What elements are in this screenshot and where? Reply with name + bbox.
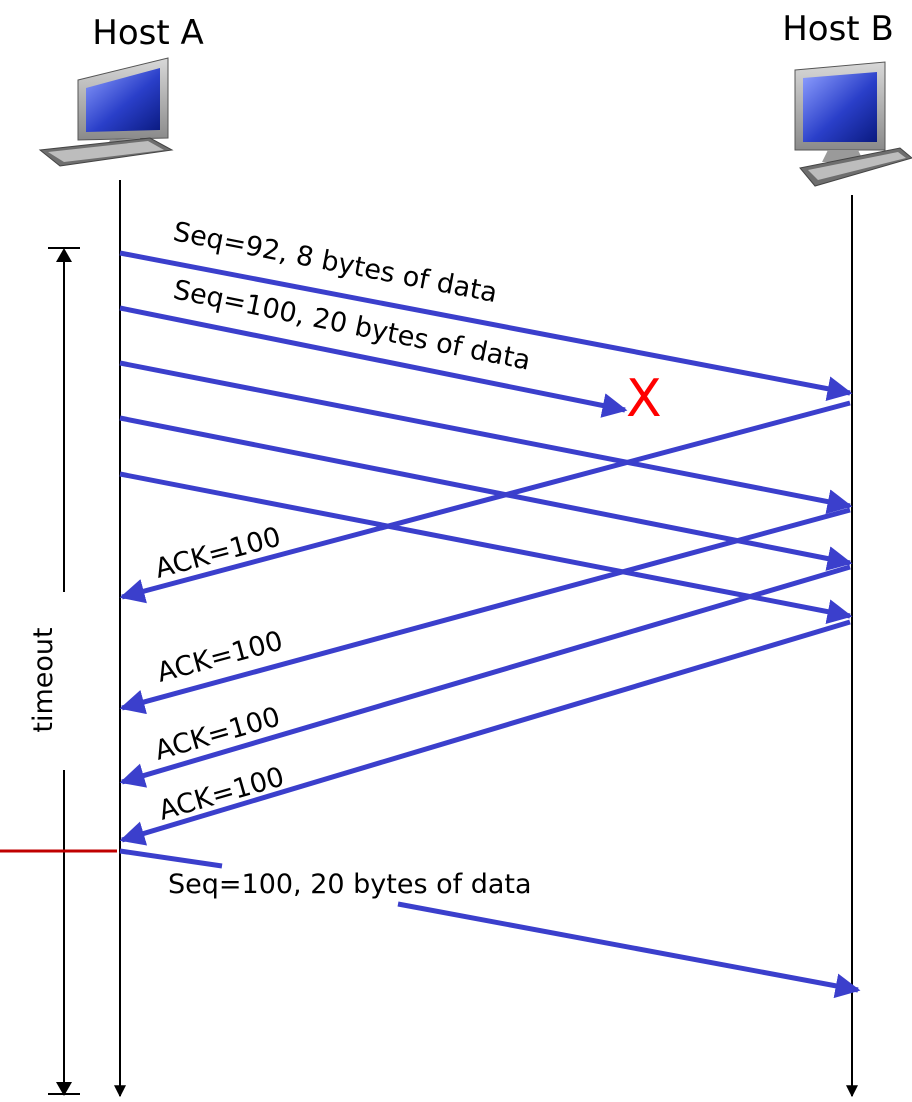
ack-4-label: ACK=100	[155, 761, 287, 826]
seq100-lost-arrow	[119, 305, 628, 418]
ack-2-arrow	[119, 507, 851, 715]
retransmit-label: Seq=100, 20 bytes of data	[168, 869, 532, 900]
host-a-computer-icon	[38, 57, 174, 167]
host-b-label: Host B	[782, 9, 894, 49]
host-a-label: Host A	[92, 13, 203, 53]
host-b-computer-icon	[794, 61, 912, 187]
segment-3-arrow	[119, 360, 853, 514]
timeout-interval	[48, 247, 80, 1096]
seq92-arrow	[119, 250, 853, 402]
ack-3-label: ACK=100	[151, 701, 283, 766]
ack-3-arrow	[119, 564, 851, 788]
ack-1-label: ACK=100	[152, 522, 284, 585]
ack-4-arrow	[119, 619, 851, 846]
segment-5-arrow	[119, 471, 853, 624]
retransmit-arrow	[397, 901, 861, 999]
segment-lost-marker: X	[626, 369, 662, 429]
ack-1-arrow	[119, 400, 851, 604]
segment-4-arrow	[119, 415, 853, 571]
timeout-label: timeout	[28, 627, 59, 732]
retransmit-arrow-start	[119, 848, 223, 869]
